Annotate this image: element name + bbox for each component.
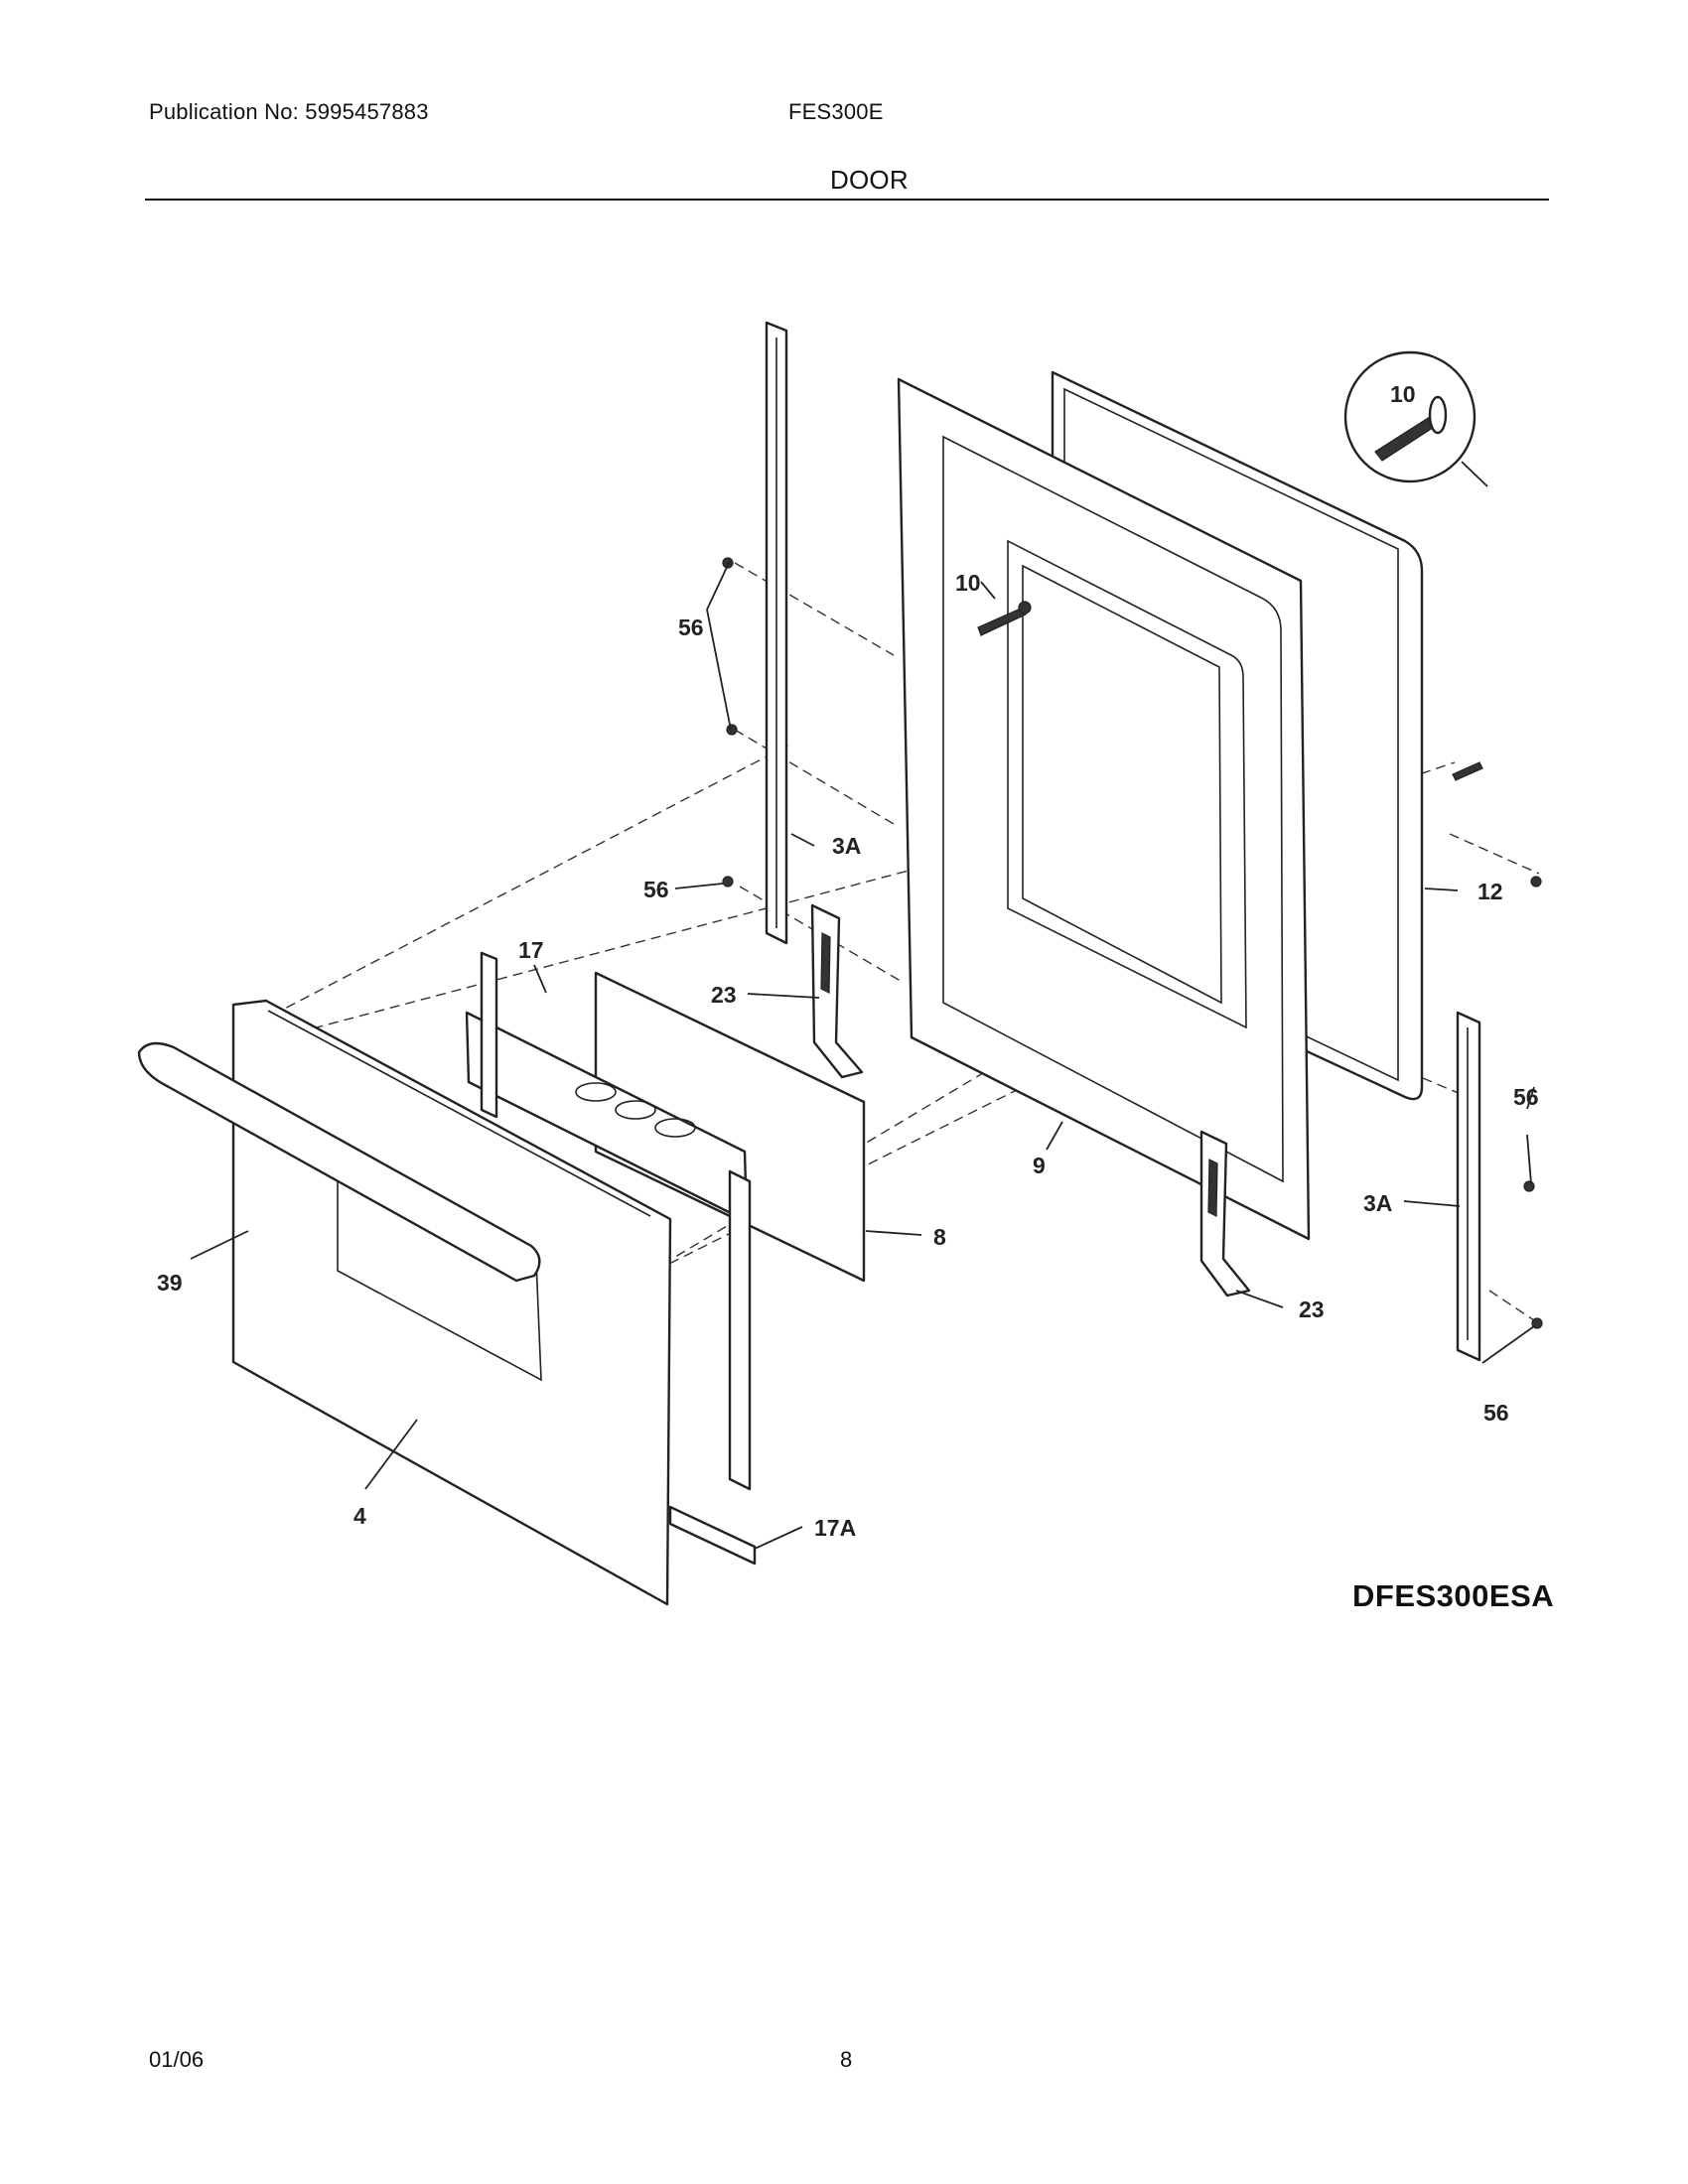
hinge-left [810,903,864,1079]
diagram-id: DFES300ESA [1352,1578,1555,1613]
callout-10-detail: 10 [1390,381,1416,407]
callout-9: 9 [1033,1153,1046,1178]
footer-date: 01/06 [149,2047,205,2072]
screw-detail-bubble [1343,350,1488,487]
door-handle [137,1041,541,1283]
callout-17: 17 [518,937,544,963]
header-rule [145,199,1549,201]
callout-3a-left: 3A [832,833,861,859]
publication-number: Publication No: 5995457883 [149,99,429,124]
section-title: DOOR [830,165,909,195]
callout-56-right: 56 [1513,1084,1539,1110]
callout-39: 39 [157,1270,183,1296]
model-number: FES300E [788,99,884,124]
callout-17a: 17A [814,1515,856,1541]
callout-23-right: 23 [1299,1297,1325,1322]
callout-56-mid: 56 [643,877,669,902]
callout-3a-right: 3A [1363,1190,1392,1216]
bottom-trim [668,1505,757,1566]
callout-56-top: 56 [678,614,704,640]
callout-56-bottom: 56 [1483,1400,1509,1426]
callout-8: 8 [933,1224,946,1250]
inner-door-liner [897,377,1311,1241]
callout-23-left: 23 [711,982,737,1008]
callout-4: 4 [353,1503,366,1529]
callout-12: 12 [1477,879,1503,904]
callout-leaders [190,560,1535,1550]
screw-icons [722,557,1543,1329]
callout-10-top: 10 [955,570,981,596]
side-channel-right [1456,1011,1481,1362]
side-channel-left [765,321,788,945]
page-number: 8 [840,2047,853,2072]
inner-frame [465,951,752,1491]
hinge-right [1199,1130,1251,1297]
